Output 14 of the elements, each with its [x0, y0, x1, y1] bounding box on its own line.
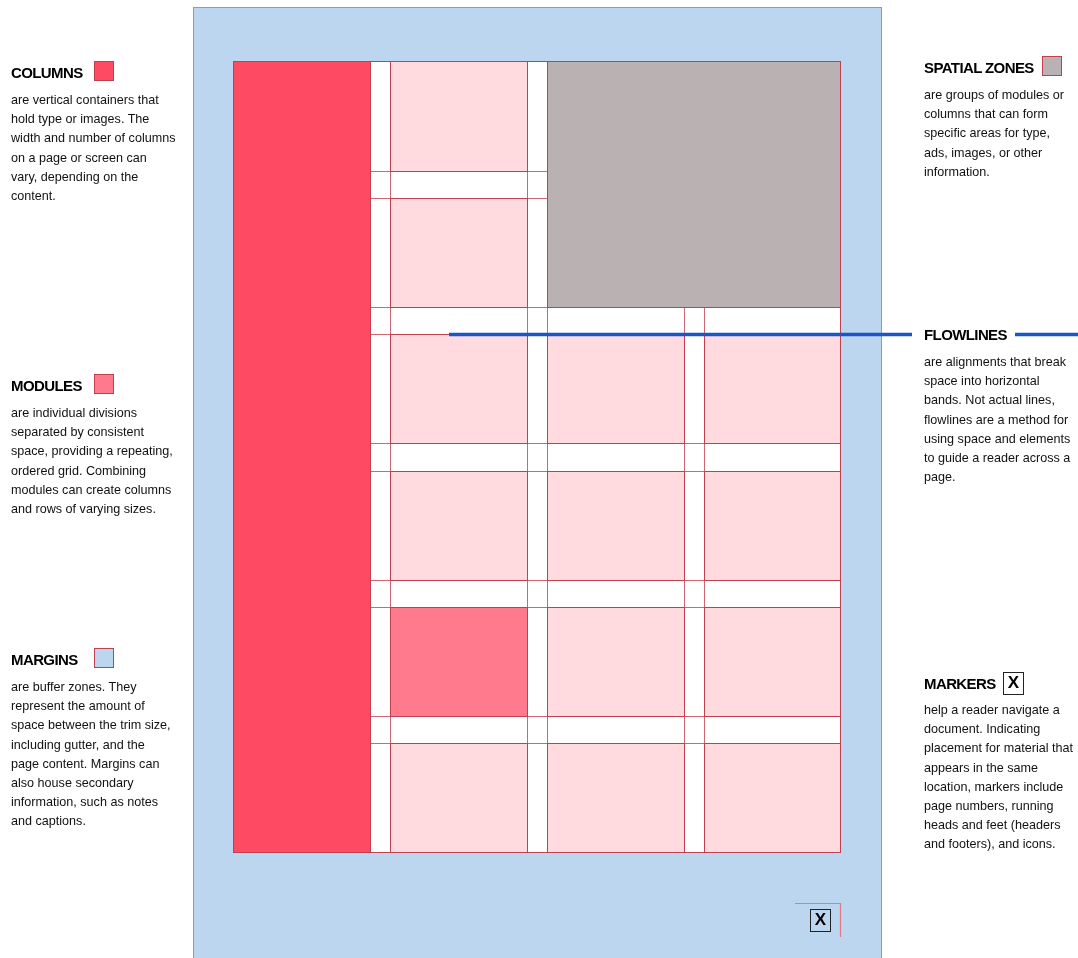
description-text: help a reader navigate a document. Indicating placement for material that appears in the same location, markers include page numbers, running heads and feet (headers and footers), and icons. — [924, 702, 1075, 854]
legend-heading: MODULES — [11, 377, 82, 394]
legend-heading: COLUMNS — [11, 64, 83, 81]
description-text: are vertical containers that hold type or images. The width and number of columns on a page or screen can vary, depending on the content. — [11, 92, 176, 205]
description-text: are groups of modules or columns that can form specific areas for type, ads, images, or other information. — [924, 87, 1065, 181]
description-text: are individual divisions separated by consistent space, providing a repeating, ordered grid. Combining modules can create columns and rows of varying sizes. — [11, 405, 174, 518]
description-text: are alignments that break space into horizontal bands. Not actual lines, flowlines are a method for using space and elements to guide a reader across a page. — [924, 354, 1072, 487]
legend-heading: MARKERS — [924, 675, 996, 692]
description-text: are buffer zones. They represent the amount of space between the trim size, including gutter, and the page content. Margins can also house secondary information, such as notes and captions. — [11, 679, 172, 831]
marker-symbol: X — [1003, 672, 1024, 695]
legend-heading: MARGINS — [11, 651, 78, 668]
legend-heading: FLOWLINES — [924, 326, 1007, 343]
legend-heading: SPATIAL ZONES — [924, 59, 1034, 76]
marker-symbol: X — [810, 909, 831, 932]
